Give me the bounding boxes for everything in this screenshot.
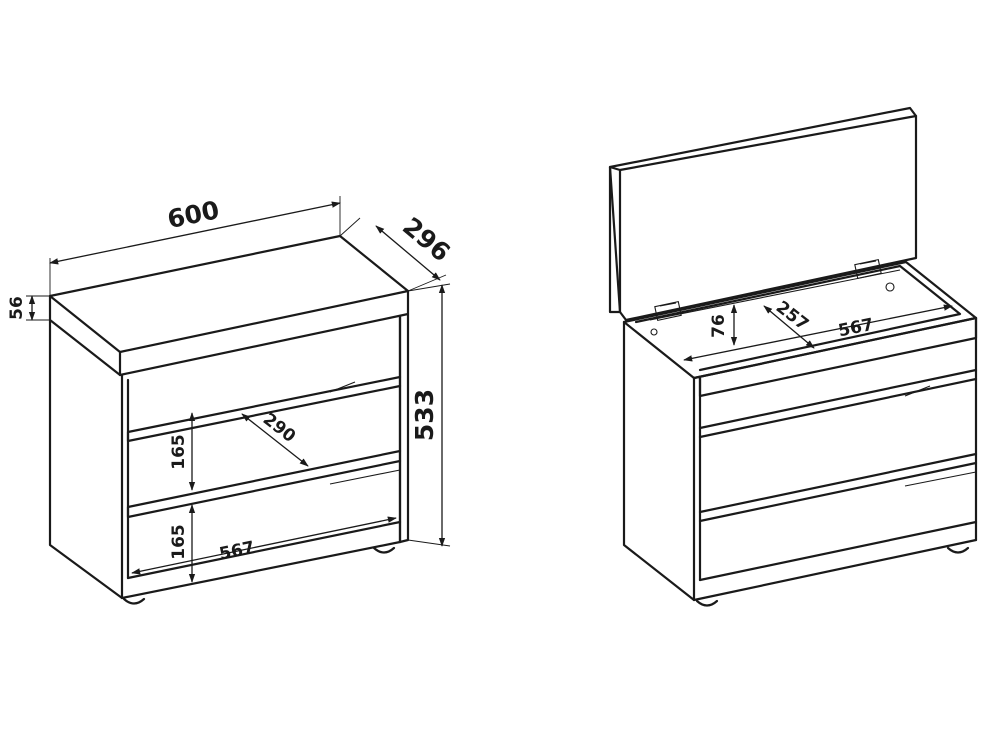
height-label: 533 xyxy=(410,389,439,441)
hinge-icon xyxy=(654,301,682,321)
open-base-plank xyxy=(692,538,978,602)
open-upper-shelf-back xyxy=(904,385,931,397)
width-label: 600 xyxy=(165,195,222,234)
box-inner-width-label: 567 xyxy=(837,315,876,342)
lock-hole xyxy=(650,328,658,336)
right-side-panel xyxy=(398,312,410,544)
upper-shelf-height-label: 165 xyxy=(169,434,189,470)
shelf-depth-label: 290 xyxy=(259,409,299,447)
middle-shelf-back xyxy=(329,469,401,485)
lid-thickness-label: 56 xyxy=(7,296,27,320)
open-left-side-panel xyxy=(622,320,696,602)
open-upper-shelf xyxy=(698,368,978,439)
inner-width-label: 567 xyxy=(218,538,257,565)
lock-hole xyxy=(885,282,895,292)
open-lid-edge-top xyxy=(618,114,918,172)
seat-front xyxy=(118,289,410,377)
seat-left xyxy=(48,294,122,377)
hinge-icon xyxy=(854,259,882,279)
box-depth-label: 76 xyxy=(709,314,729,338)
foot-icon xyxy=(695,599,719,607)
foot-icon xyxy=(946,546,970,554)
open-middle-shelf xyxy=(698,452,978,523)
seat-top xyxy=(48,234,410,354)
open-base-inner xyxy=(698,520,978,582)
middle-shelf xyxy=(126,449,402,519)
foot-icon xyxy=(122,597,146,605)
depth-label: 296 xyxy=(397,212,456,268)
open-bench-view: 76 257 567 xyxy=(608,106,978,607)
lower-shelf-height-label: 165 xyxy=(169,524,189,560)
left-side-panel xyxy=(48,318,124,600)
foot-icon xyxy=(372,546,396,554)
open-lid-edge xyxy=(608,165,622,314)
upper-shelf-back xyxy=(329,381,356,393)
open-lid xyxy=(608,106,918,322)
closed-bench-view: 600 296 533 56 165 165 290 567 xyxy=(7,195,456,605)
open-middle-shelf-back xyxy=(904,471,977,487)
